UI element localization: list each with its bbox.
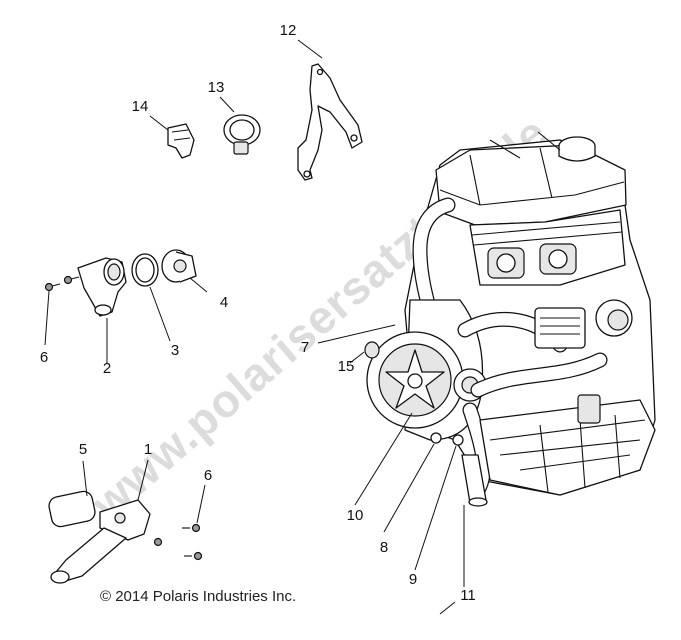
callout-10: 10 [347, 507, 364, 524]
bolts-part-6-left [44, 275, 80, 292]
callout-8: 7 [301, 339, 309, 356]
plug-part-15 [364, 341, 380, 359]
callout-6-upper: 6 [40, 349, 48, 366]
thermostat-housing-part-2 [77, 257, 127, 317]
callout-4: 4 [220, 294, 228, 311]
callout-12: 12 [280, 22, 297, 39]
engine-assembly [366, 131, 656, 507]
hose-clamp-part-13 [223, 114, 261, 155]
callout-9: 9 [409, 571, 417, 588]
callout-1: 1 [144, 441, 152, 458]
callout-7: 8 [380, 539, 388, 556]
o-ring-part-3 [131, 253, 159, 287]
callout-labels: 12 13 14 4 3 2 6 7 15 5 1 6 10 8 9 11 [40, 22, 476, 604]
callout-13: 13 [208, 79, 225, 96]
gasket-part-5 [48, 490, 96, 528]
copyright-text: © 2014 Polaris Industries Inc. [100, 588, 296, 605]
callout-2: 2 [103, 360, 111, 377]
clip-part-14 [167, 123, 195, 159]
leader-lines [44, 39, 465, 615]
bracket-part-12 [297, 63, 363, 181]
callout-14: 14 [132, 98, 149, 115]
thermostat-part-4 [161, 249, 197, 283]
callout-11: 11 [460, 587, 476, 604]
callout-15: 15 [338, 358, 355, 375]
bolts-part-6-lower [153, 523, 203, 561]
callout-5: 5 [79, 441, 87, 458]
callout-3: 3 [171, 342, 179, 359]
callout-6-lower: 6 [204, 467, 212, 484]
